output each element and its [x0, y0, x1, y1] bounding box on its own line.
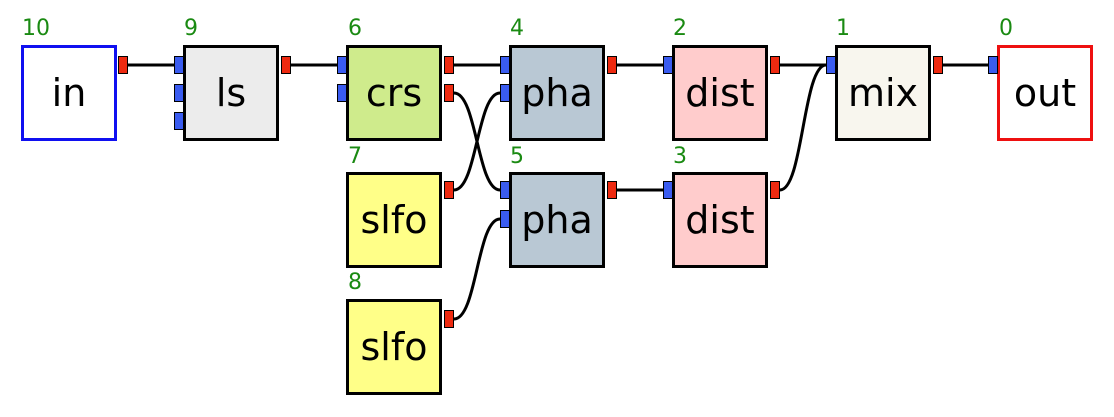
node-index-in: 10: [22, 16, 50, 41]
node-index-mix: 1: [836, 16, 850, 41]
input-port[interactable]: [500, 181, 510, 199]
node-label: mix: [847, 71, 919, 115]
input-port[interactable]: [663, 181, 673, 199]
node-label: pha: [521, 198, 593, 242]
output-port[interactable]: [444, 310, 454, 328]
node-crs[interactable]: crs: [346, 45, 442, 141]
node-label: in: [51, 71, 87, 115]
output-port[interactable]: [770, 181, 780, 199]
input-port[interactable]: [174, 84, 184, 102]
input-port[interactable]: [174, 112, 184, 130]
wire-dist3-out0-to-mix-in0[interactable]: [779, 63, 827, 192]
wire-slfo8-out0-to-pha5-in1[interactable]: [453, 217, 501, 321]
node-label: dist: [685, 198, 755, 242]
node-label: crs: [365, 71, 423, 115]
output-port[interactable]: [444, 84, 454, 102]
node-index-dist2: 2: [673, 16, 687, 41]
output-port[interactable]: [933, 56, 943, 74]
node-dist-2[interactable]: dist: [672, 45, 768, 141]
node-ls[interactable]: ls: [183, 45, 279, 141]
output-port[interactable]: [444, 181, 454, 199]
input-port[interactable]: [174, 56, 184, 74]
node-slfo-7[interactable]: slfo: [346, 172, 442, 268]
node-index-pha4: 4: [510, 16, 524, 41]
output-port[interactable]: [118, 56, 128, 74]
node-label: pha: [521, 71, 593, 115]
wire-slfo7-out0-to-pha4-in1[interactable]: [453, 91, 501, 192]
node-out[interactable]: out: [997, 45, 1093, 141]
node-slfo-8[interactable]: slfo: [346, 299, 442, 395]
input-port[interactable]: [337, 84, 347, 102]
input-port[interactable]: [337, 56, 347, 74]
input-port[interactable]: [826, 56, 836, 74]
node-pha-5[interactable]: pha: [509, 172, 605, 268]
node-index-pha5: 5: [510, 144, 524, 169]
node-label: dist: [685, 71, 755, 115]
input-port[interactable]: [500, 210, 510, 228]
node-dist-3[interactable]: dist: [672, 172, 768, 268]
output-port[interactable]: [770, 56, 780, 74]
input-port[interactable]: [663, 56, 673, 74]
node-label: out: [1013, 71, 1077, 115]
input-port[interactable]: [500, 84, 510, 102]
input-port[interactable]: [988, 56, 998, 74]
node-label: slfo: [360, 198, 428, 242]
node-in[interactable]: in: [21, 45, 117, 141]
node-mix[interactable]: mix: [835, 45, 931, 141]
node-index-ls: 9: [184, 16, 198, 41]
output-port[interactable]: [444, 56, 454, 74]
node-label: slfo: [360, 325, 428, 369]
output-port[interactable]: [281, 56, 291, 74]
node-label: ls: [215, 71, 247, 115]
node-index-crs: 6: [348, 16, 362, 41]
output-port[interactable]: [607, 56, 617, 74]
node-index-slfo7: 7: [348, 144, 362, 169]
node-index-dist3: 3: [673, 144, 687, 169]
node-pha-4[interactable]: pha: [509, 45, 605, 141]
output-port[interactable]: [607, 181, 617, 199]
input-port[interactable]: [500, 56, 510, 74]
node-index-slfo8: 8: [348, 270, 362, 295]
node-index-out: 0: [999, 16, 1013, 41]
